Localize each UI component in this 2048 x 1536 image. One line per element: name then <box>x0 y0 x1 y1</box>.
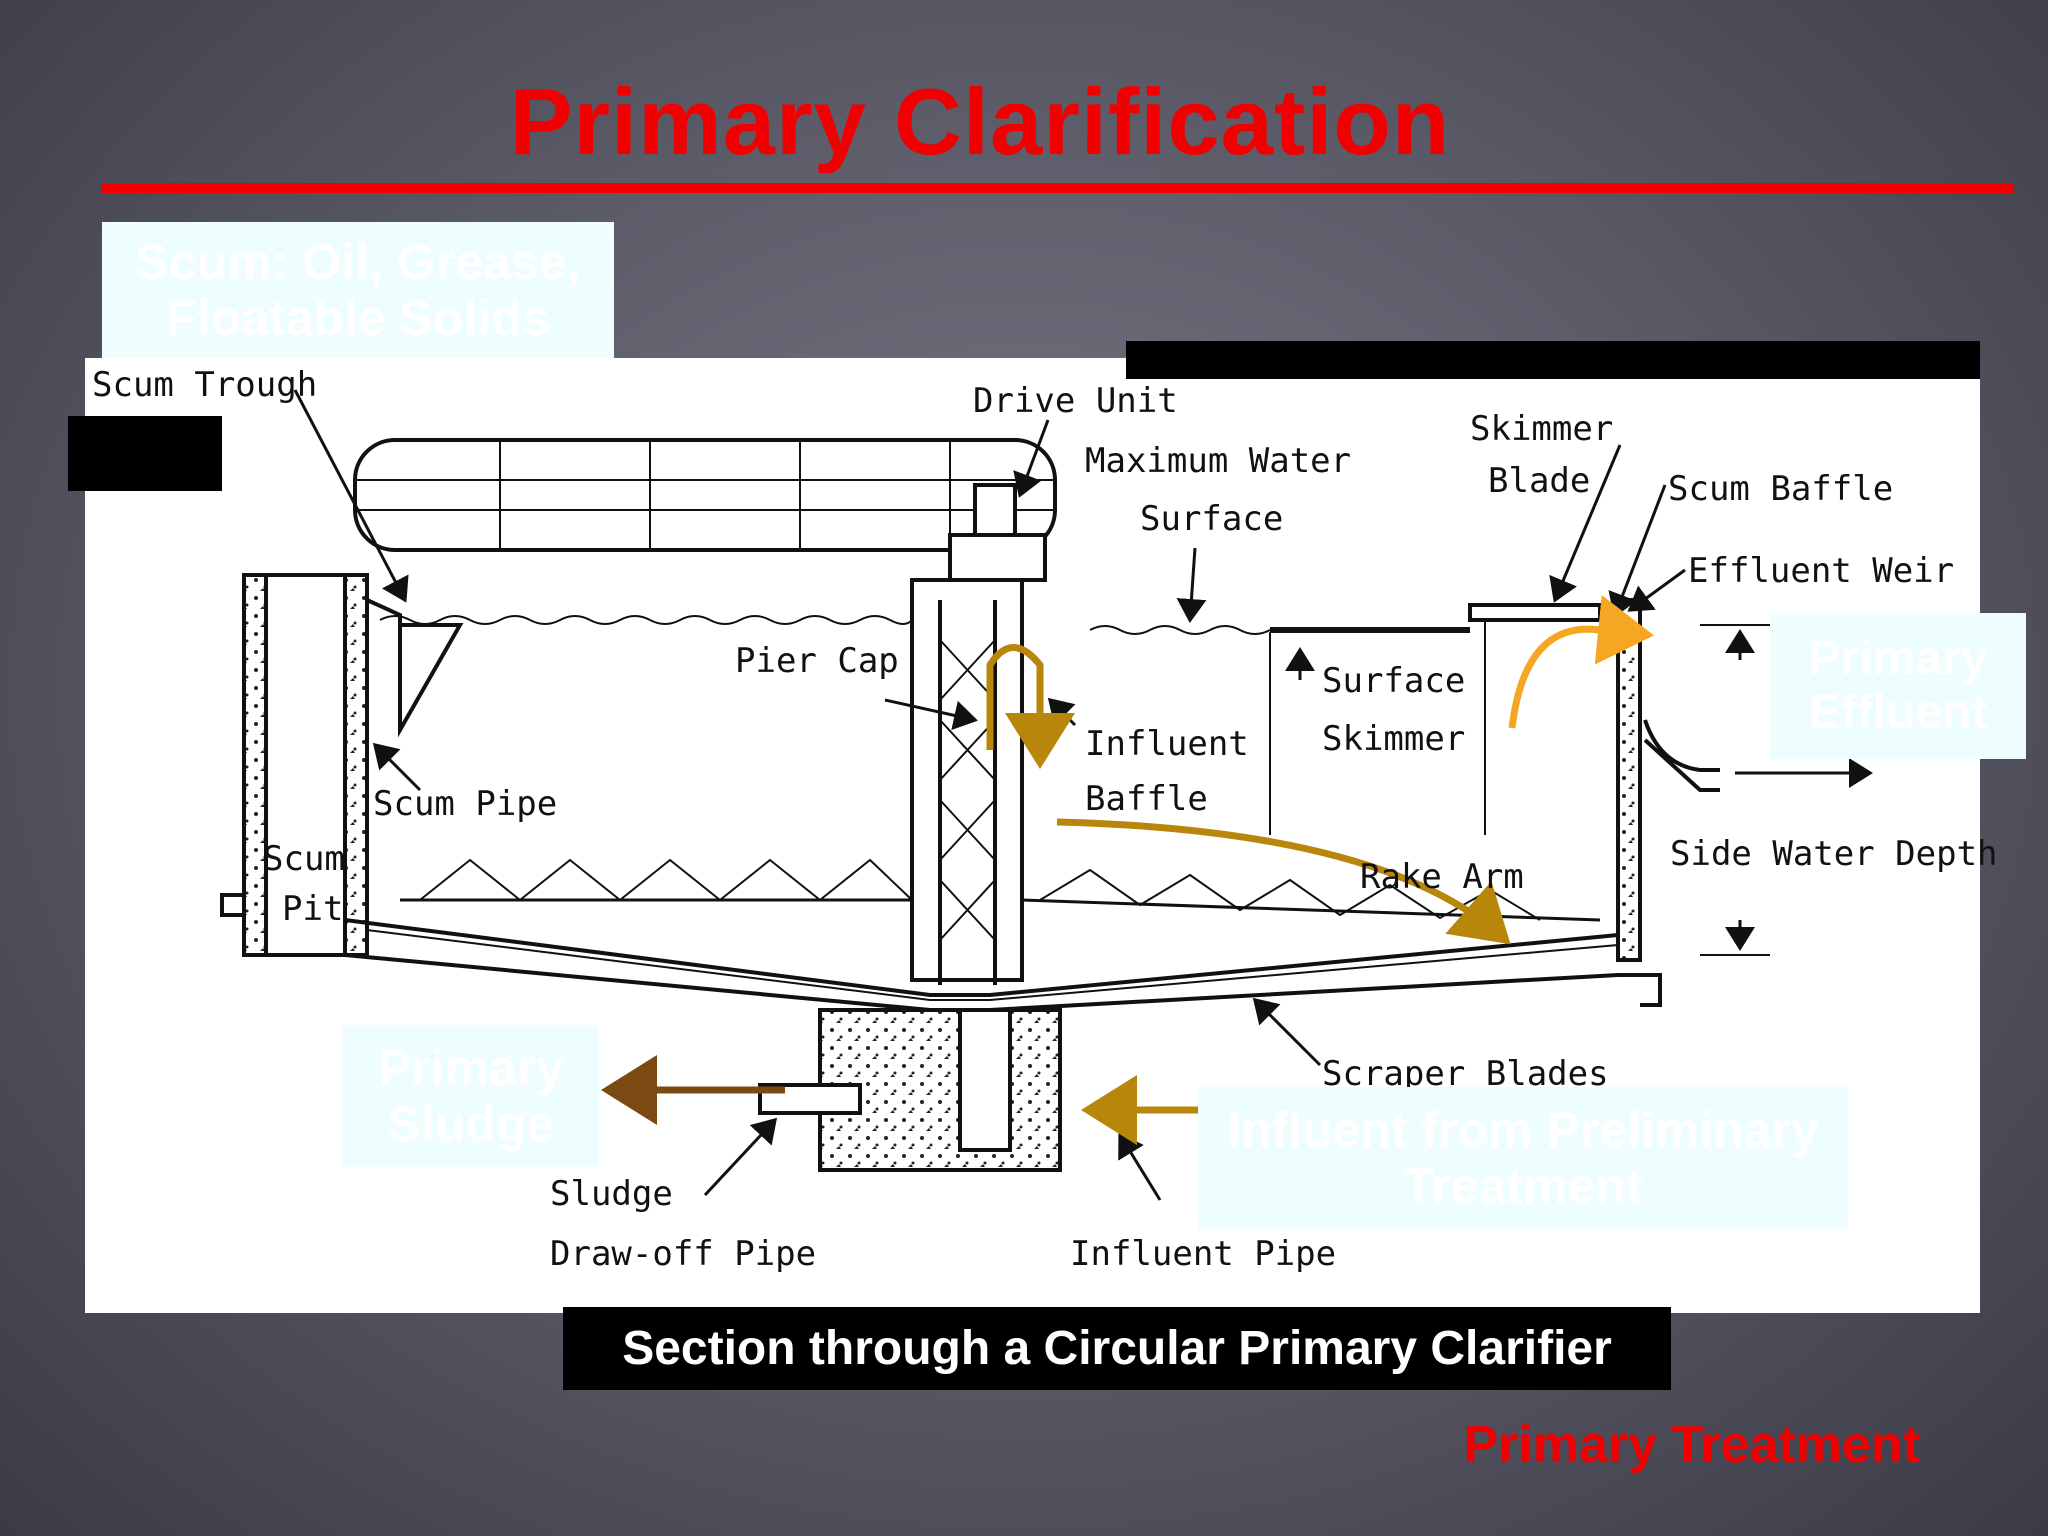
label-sludge-drawoff-2: Draw-off Pipe <box>550 1234 816 1274</box>
label-drive-unit: Drive Unit <box>973 381 1178 421</box>
label-sludge-drawoff-1: Sludge <box>550 1174 673 1214</box>
label-influent-baffle-2: Baffle <box>1085 779 1208 819</box>
label-side-water-depth: Side Water Depth <box>1670 834 1998 874</box>
influent-label-box: Influent from Preliminary Treatment <box>1198 1087 1848 1229</box>
diagram-text-labels: Scum Trough Drive Unit Maximum Water Sur… <box>92 365 1998 1274</box>
influent-baffle-flow-arrow <box>986 644 1075 769</box>
label-surface-skimmer-2: Skimmer <box>1322 719 1465 759</box>
scum-label-box: Scum: Oil, Grease, Floatable Solids <box>102 222 614 358</box>
label-scum-baffle: Scum Baffle <box>1668 469 1893 509</box>
diagram-caption: Section through a Circular Primary Clari… <box>563 1307 1671 1390</box>
primary-effluent-label-box: Primary Effluent <box>1770 613 2026 759</box>
label-scum-trough: Scum Trough <box>92 365 317 405</box>
slide-title: Primary Clarification <box>509 69 1451 174</box>
settling-flow-arrow <box>1056 818 1511 945</box>
label-influent-pipe: Influent Pipe <box>1070 1234 1336 1274</box>
label-influent-baffle-1: Influent <box>1085 724 1249 764</box>
primary-sludge-label-box: Primary Sludge <box>343 1025 599 1167</box>
flow-arrows <box>601 594 1654 1145</box>
label-max-water-2: Surface <box>1140 499 1283 539</box>
primary-effluent-flow-arrow <box>1508 594 1654 729</box>
tank-structure <box>220 389 1873 1201</box>
label-scum-pipe: Scum Pipe <box>373 784 557 824</box>
label-skimmer-blade-2: Blade <box>1488 461 1590 501</box>
label-pier-cap: Pier Cap <box>735 641 899 681</box>
label-scum-pit-2: Pit <box>282 889 343 929</box>
label-scum-pit-1: Scum <box>263 839 345 879</box>
label-effluent-weir: Effluent Weir <box>1688 551 1954 591</box>
redaction-bar-top <box>1126 341 1980 379</box>
slide-footer: Primary Treatment <box>1463 1416 1920 1474</box>
redaction-bar-left <box>68 416 222 491</box>
label-surface-skimmer-1: Surface <box>1322 661 1465 701</box>
label-skimmer-blade-1: Skimmer <box>1470 409 1613 449</box>
label-max-water-1: Maximum Water <box>1085 441 1351 481</box>
label-rake-arm: Rake Arm <box>1360 857 1524 897</box>
title-divider <box>102 183 2014 193</box>
